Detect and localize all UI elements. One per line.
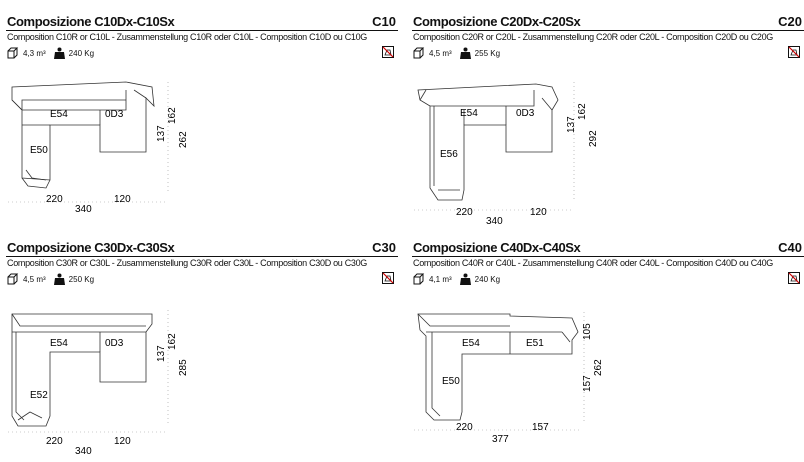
dimension-label: 340 bbox=[486, 216, 503, 227]
dimension-label: 105 bbox=[582, 323, 593, 340]
volume-value: 4,3 m³ bbox=[23, 48, 46, 58]
composition-panel-c20: Composizione C20Dx-C20Sx C20 Composition… bbox=[412, 10, 804, 230]
dimension-label: 137 bbox=[156, 345, 167, 362]
dimension-label: 340 bbox=[75, 204, 92, 215]
dimension-label: 220 bbox=[456, 207, 473, 218]
module-label: E54 bbox=[50, 338, 68, 349]
dimension-label: 285 bbox=[178, 359, 189, 376]
volume-value: 4,5 m³ bbox=[429, 48, 452, 58]
panel-code: C40 bbox=[778, 240, 802, 255]
dimension-label: 120 bbox=[114, 194, 131, 205]
composition-panel-c30: Composizione C30Dx-C30Sx C30 Composition… bbox=[6, 236, 398, 456]
dimension-label: 137 bbox=[156, 125, 167, 142]
specs-row: 4,5 m³ 250 Kg bbox=[7, 272, 102, 286]
composition-panel-c40: Composizione C40Dx-C40Sx C40 Composition… bbox=[412, 236, 804, 456]
dimension-label: 157 bbox=[582, 375, 593, 392]
weight-icon bbox=[459, 47, 471, 59]
panel-title: Composizione C10Dx-C10Sx bbox=[7, 14, 175, 29]
dimension-label: 220 bbox=[46, 436, 63, 447]
weight-icon bbox=[459, 273, 471, 285]
dimension-label: 220 bbox=[46, 194, 63, 205]
module-label: E54 bbox=[50, 109, 68, 120]
panel-code: C10 bbox=[372, 14, 396, 29]
panel-title: Composizione C20Dx-C20Sx bbox=[413, 14, 581, 29]
volume-value: 4,5 m³ bbox=[23, 274, 46, 284]
panel-subtitle: Composition C40R or C40L - Zusammenstell… bbox=[413, 258, 774, 268]
volume-box-icon bbox=[413, 273, 425, 285]
specs-row: 4,5 m³ 255 Kg bbox=[413, 46, 508, 60]
module-label: E50 bbox=[442, 376, 460, 387]
specs-row: 4,3 m³ 240 Kg bbox=[7, 46, 102, 60]
no-disassembly-icon bbox=[788, 272, 800, 284]
dimension-label: 120 bbox=[530, 207, 547, 218]
weight-value: 255 Kg bbox=[474, 48, 501, 58]
dimension-label: 120 bbox=[114, 436, 131, 447]
panel-subtitle: Composition C20R or C20L - Zusammenstell… bbox=[413, 32, 774, 42]
module-label: E54 bbox=[460, 108, 478, 119]
module-label: E56 bbox=[440, 149, 458, 160]
dimension-label: 292 bbox=[588, 130, 599, 147]
weight-value: 240 Kg bbox=[68, 48, 95, 58]
dimension-label: 262 bbox=[593, 359, 604, 376]
module-label: 0D3 bbox=[105, 338, 124, 349]
dimension-label: 162 bbox=[167, 333, 178, 350]
specs-row: 4,1 m³ 240 Kg bbox=[413, 272, 508, 286]
panel-subtitle: Composition C30R or C30L - Zusammenstell… bbox=[7, 258, 368, 268]
panel-title: Composizione C30Dx-C30Sx bbox=[7, 240, 175, 255]
volume-value: 4,1 m³ bbox=[429, 274, 452, 284]
dimension-label: 162 bbox=[167, 107, 178, 124]
module-label: E51 bbox=[526, 338, 544, 349]
composition-panel-c10: Composizione C10Dx-C10Sx C10 Composition… bbox=[6, 10, 398, 230]
no-disassembly-icon bbox=[788, 46, 800, 58]
panel-header: Composizione C20Dx-C20Sx C20 bbox=[412, 14, 804, 31]
volume-box-icon bbox=[7, 273, 19, 285]
volume-box-icon bbox=[7, 47, 19, 59]
floor-plan-drawing: E54 E51 E50 220 157 377 105 157 262 bbox=[414, 312, 604, 445]
weight-value: 240 Kg bbox=[474, 274, 501, 284]
dimension-label: 157 bbox=[532, 422, 549, 433]
floor-plan-drawing: E54 0D3 E50 220 120 340 137 162 262 bbox=[8, 81, 189, 215]
no-disassembly-icon bbox=[382, 272, 394, 284]
panel-header: Composizione C10Dx-C10Sx C10 bbox=[6, 14, 398, 31]
dimension-label: 340 bbox=[75, 446, 92, 456]
floor-plan-drawing: E54 0D3 E56 220 120 340 137 162 292 bbox=[414, 82, 599, 227]
weight-icon bbox=[53, 47, 65, 59]
weight-value: 250 Kg bbox=[68, 274, 95, 284]
panel-title: Composizione C40Dx-C40Sx bbox=[413, 240, 581, 255]
panel-subtitle: Composition C10R or C10L - Zusammenstell… bbox=[7, 32, 368, 42]
no-disassembly-icon bbox=[382, 46, 394, 58]
panel-header: Composizione C30Dx-C30Sx C30 bbox=[6, 240, 398, 257]
weight-icon bbox=[53, 273, 65, 285]
dimension-label: 137 bbox=[566, 116, 577, 133]
module-label: 0D3 bbox=[105, 109, 124, 120]
panel-code: C20 bbox=[778, 14, 802, 29]
module-label: E52 bbox=[30, 390, 48, 401]
module-label: E50 bbox=[30, 145, 48, 156]
volume-box-icon bbox=[413, 47, 425, 59]
dimension-label: 377 bbox=[492, 434, 509, 445]
dimension-label: 220 bbox=[456, 422, 473, 433]
panel-code: C30 bbox=[372, 240, 396, 255]
module-label: E54 bbox=[462, 338, 480, 349]
dimension-label: 262 bbox=[178, 131, 189, 148]
panel-header: Composizione C40Dx-C40Sx C40 bbox=[412, 240, 804, 257]
module-label: 0D3 bbox=[516, 108, 535, 119]
dimension-label: 162 bbox=[577, 103, 588, 120]
floor-plan-drawing: E54 0D3 E52 220 120 340 137 162 285 bbox=[8, 310, 189, 456]
